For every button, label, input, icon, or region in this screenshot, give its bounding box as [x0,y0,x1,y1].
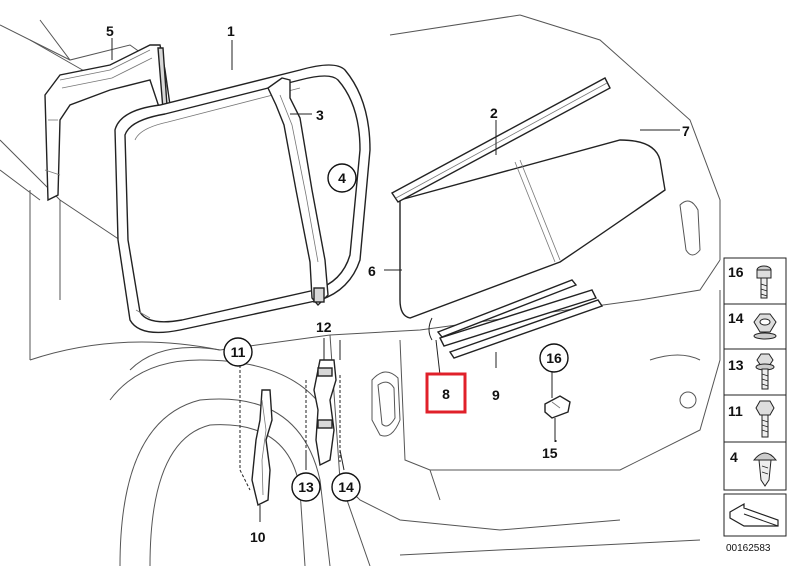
hex-bolt-icon [755,400,775,438]
legend-label-14: 14 [728,310,744,326]
legend-label-4: 4 [730,449,738,465]
left-bracket [239,365,273,507]
callout-5: 5 [106,23,114,39]
callout-11: 11 [231,344,246,360]
car-body-outline [0,14,721,566]
expanding-rivet-icon [752,452,778,487]
diagram-code: 00162583 [726,543,771,554]
callout-15: 15 [542,445,558,461]
callout-7: 7 [682,123,690,139]
callout-9: 9 [492,387,500,403]
legend-label-13: 13 [728,357,744,373]
fastener-legend: 16 14 13 11 4 [723,257,787,491]
rear-window-glass [399,139,666,319]
diagram-code-box: 00162583 [723,493,787,554]
callout-16: 16 [546,350,562,366]
callout-10: 10 [250,529,266,545]
callout-6: 6 [368,263,376,279]
callout-12: 12 [316,319,332,335]
callout-13: 13 [298,479,314,495]
callout-8: 8 [442,386,450,402]
callout-14: 14 [338,479,354,495]
highlight-box-8 [425,372,467,414]
arrow-wedge-icon [729,502,779,527]
callout-3: 3 [316,107,324,123]
door-frame-trim [267,77,329,307]
bolt-washer-icon [755,353,775,390]
callout-4: 4 [338,170,346,186]
callout-1: 1 [227,23,235,39]
callout-labels: 5 1 3 2 7 6 9 12 10 15 4 11 16 13 14 8 [106,23,690,545]
roof-spoiler-strip [390,77,611,203]
lower-trim-strips [428,279,604,359]
bolt-flange-icon [756,265,772,299]
hinge-bracket [305,340,345,471]
legend-label-16: 16 [728,264,744,280]
hex-nut-icon [753,313,777,340]
clip-part [544,372,571,442]
door-seal [114,64,371,334]
callout-2: 2 [490,105,498,121]
legend-label-11: 11 [728,403,743,419]
